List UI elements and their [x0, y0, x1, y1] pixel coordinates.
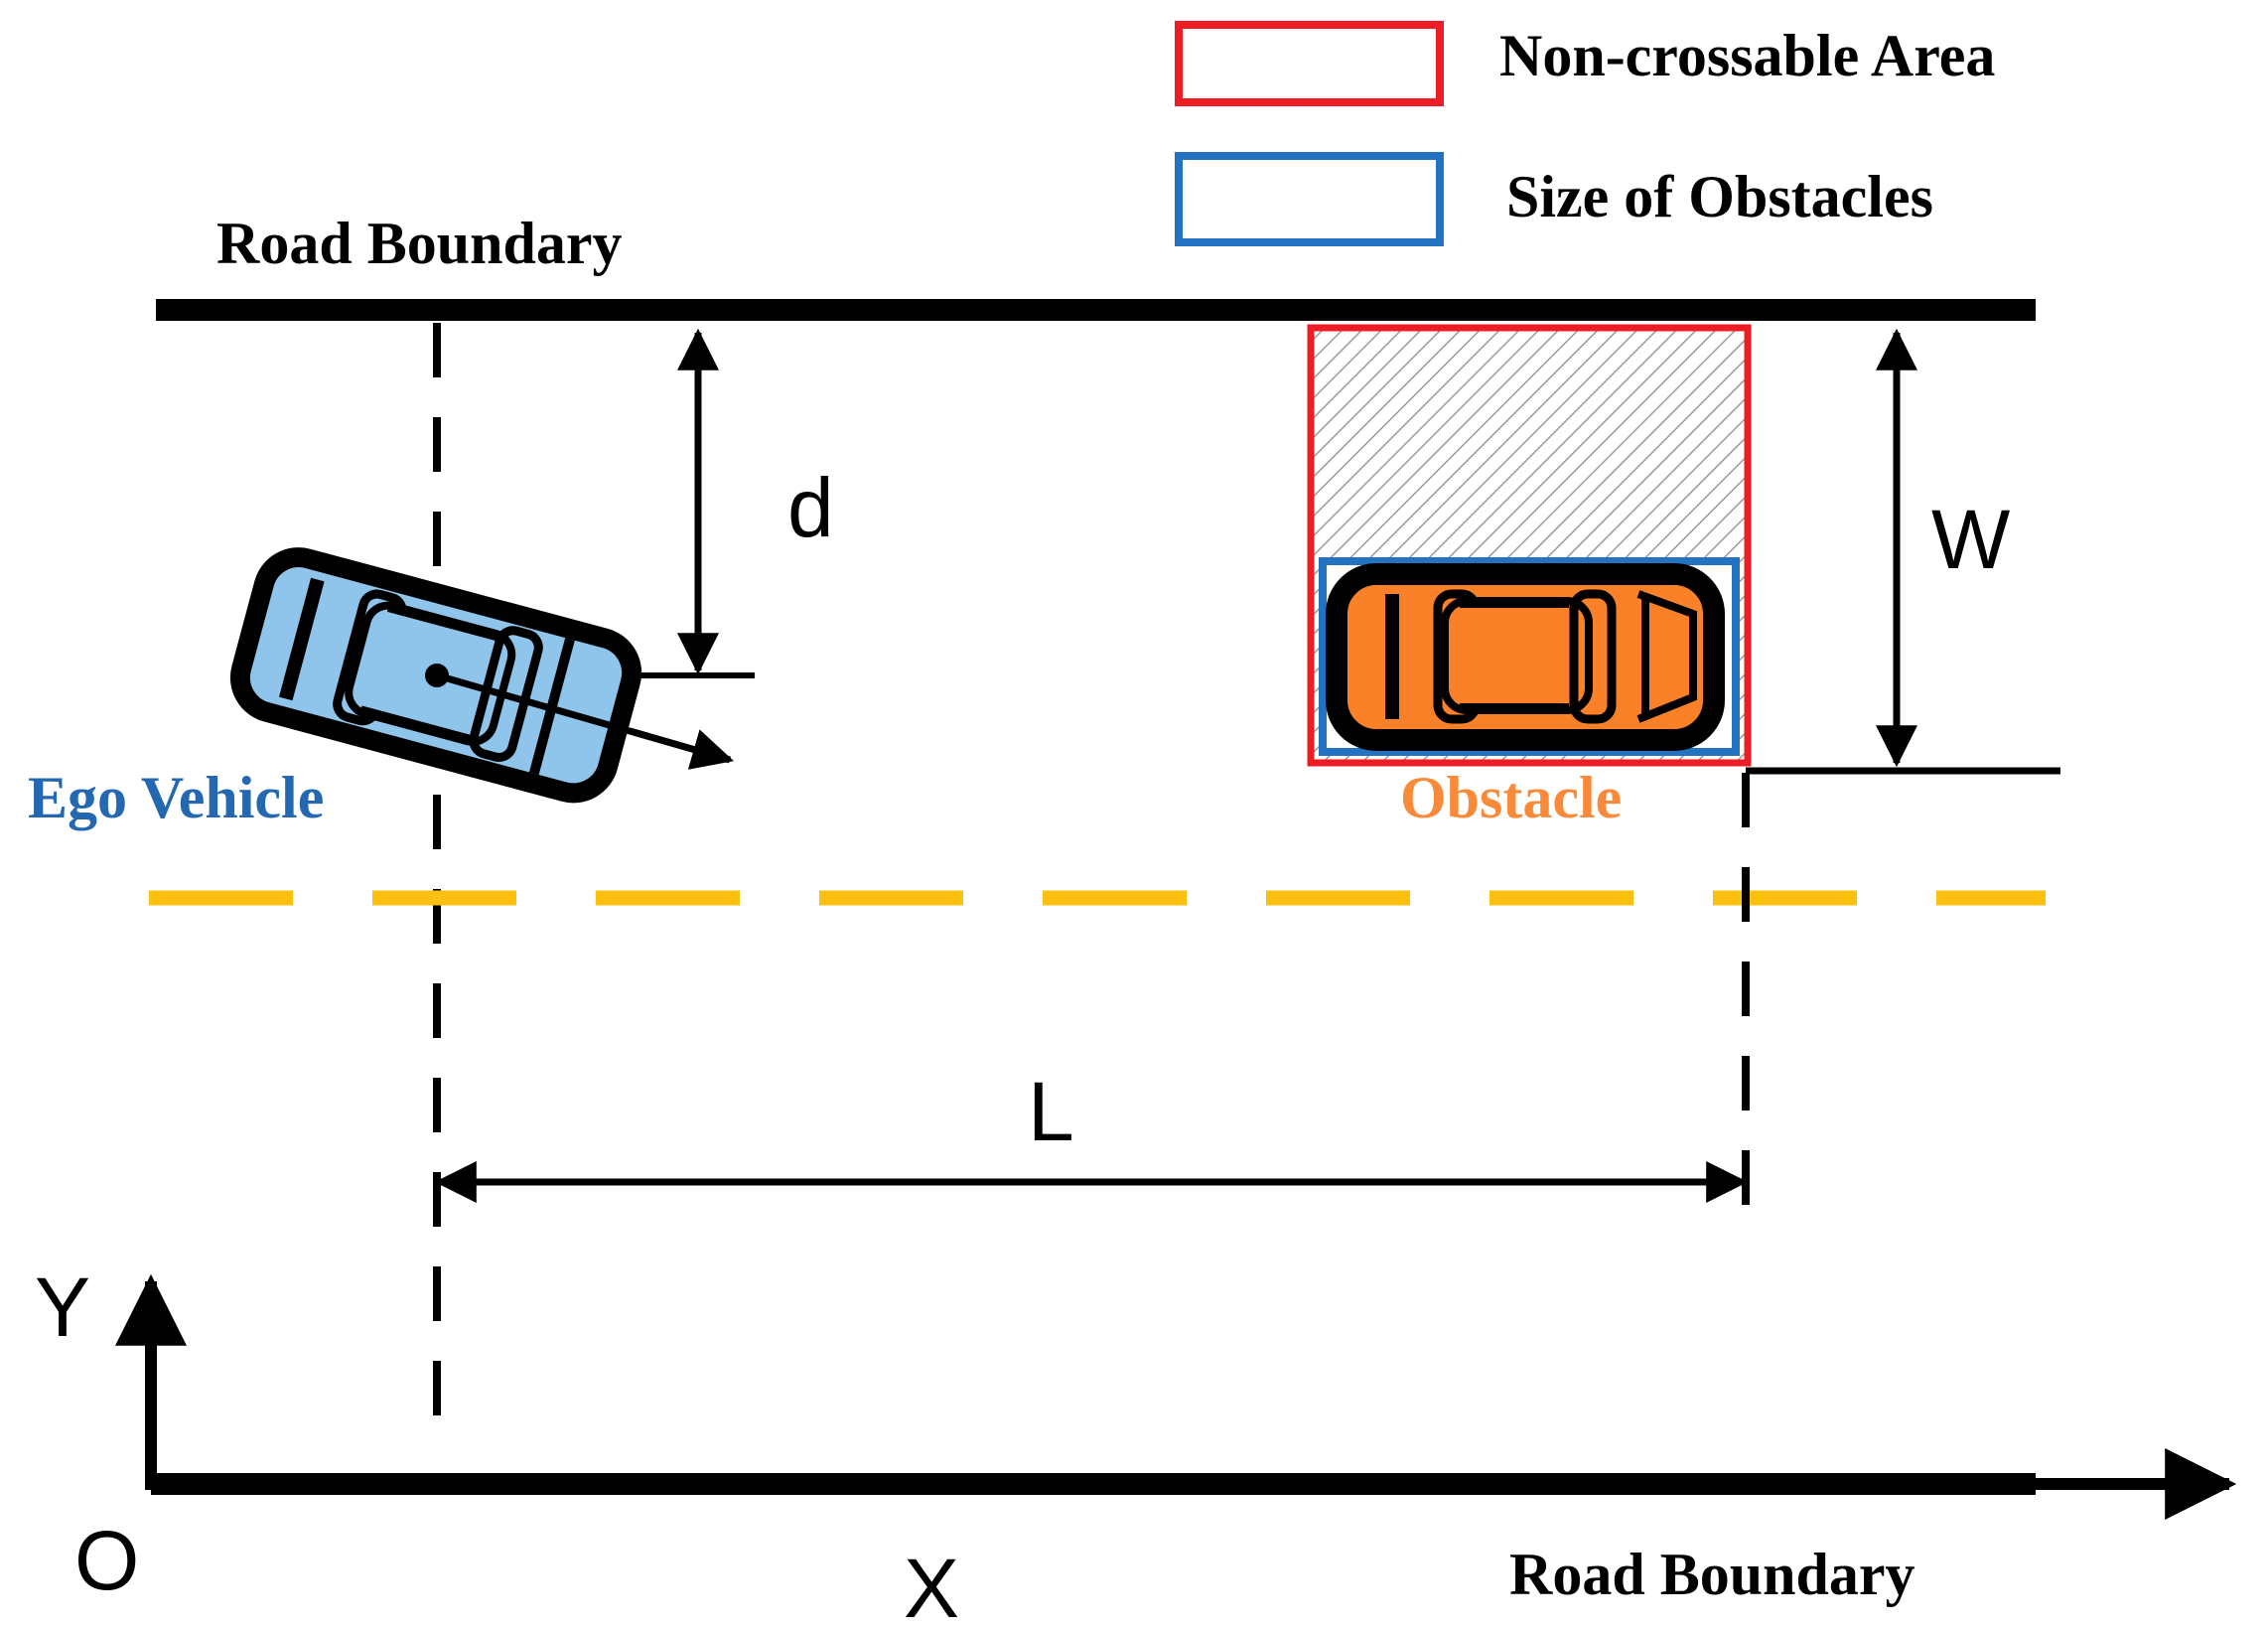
legend-label-obstacle-size: Size of Obstacles: [1506, 164, 1933, 229]
ego-heading-arrow: [436, 671, 735, 770]
legend-label-non-crossable: Non-crossable Area: [1499, 23, 1995, 88]
road-boundary-bottom-label: Road Boundary: [1509, 1542, 1914, 1607]
obstacle-label: Obstacle: [1400, 765, 1622, 830]
y-axis-label: Y: [35, 1260, 90, 1354]
length-label: L: [1028, 1065, 1074, 1158]
width-label: W: [1931, 493, 2010, 586]
legend-swatch-obstacle-size: [1175, 152, 1444, 246]
x-axis-label: X: [904, 1542, 959, 1629]
legend-swatch-non-crossable: [1175, 21, 1444, 106]
origin-label: O: [74, 1514, 139, 1607]
road-boundary-top-label: Road Boundary: [216, 211, 622, 276]
distance-d-label: d: [787, 461, 834, 554]
obstacle-vehicle: [1326, 563, 1725, 751]
ego-vehicle-label: Ego Vehicle: [28, 765, 324, 830]
